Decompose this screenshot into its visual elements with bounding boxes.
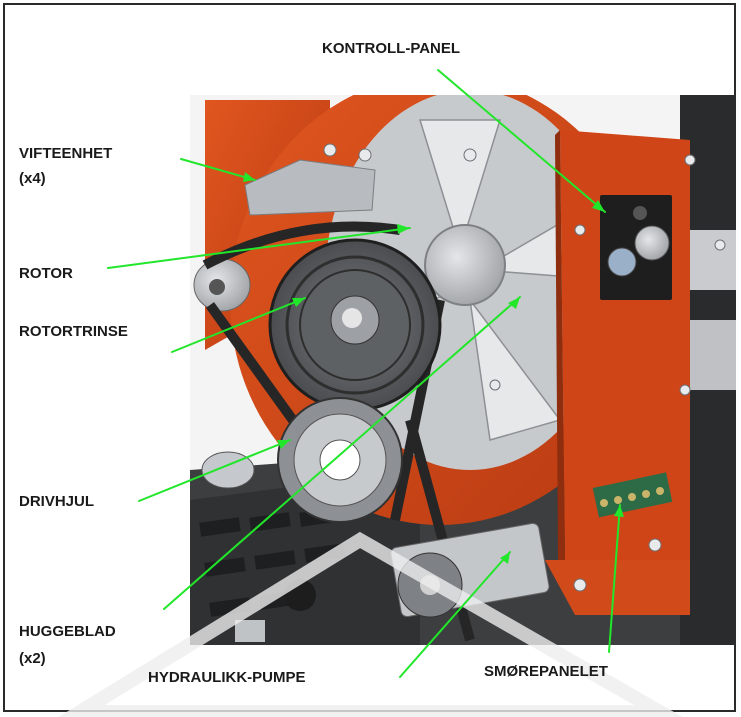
leader-drive-wheel [138, 439, 291, 502]
mounting-bracket [545, 560, 690, 615]
bolts [323, 143, 726, 592]
leader-lube-panel [608, 504, 621, 653]
label-lube-panel: SMØREPANELET [484, 663, 608, 680]
label-rotor-pulley: ROTORTRINSE [19, 323, 128, 340]
control-switch [633, 206, 647, 220]
lube-nipples [600, 487, 664, 507]
leader-chopping-blade [163, 296, 521, 610]
label-hydraulic-pump: HYDRAULIKK-PUMPE [148, 669, 306, 686]
rotor-hub [424, 224, 506, 306]
leader-rotor [107, 227, 411, 269]
label-fan-unit-count: (x4) [19, 170, 46, 187]
right-bracket [690, 230, 736, 290]
label-fan-unit: VIFTEENHET [19, 145, 113, 162]
leader-hydraulic-pump [399, 551, 511, 678]
label-chopping-blade: HUGGEBLAD [19, 623, 116, 640]
left-cylinder [201, 451, 255, 489]
idler-bolt [209, 279, 225, 295]
leader-rotor-pulley [171, 297, 306, 353]
housing-side-edge [555, 130, 565, 560]
right-bracket-lower [690, 320, 736, 390]
pulley-bolt [342, 308, 362, 328]
pulley-groove-1 [285, 255, 425, 395]
drive-wheel-bore [319, 439, 361, 481]
leader-arrowheads [243, 172, 624, 564]
label-drive-wheel: DRIVHJUL [19, 493, 95, 510]
label-chopping-blade-count: (x2) [19, 650, 46, 667]
leader-control-panel [437, 69, 606, 213]
label-rotor: ROTOR [19, 265, 73, 282]
control-knob [634, 225, 670, 261]
label-control-panel: KONTROLL-PANEL [322, 40, 461, 57]
leader-fan-unit [180, 158, 256, 181]
left-fitting [235, 620, 265, 642]
fan-unit [244, 159, 376, 216]
control-button [607, 247, 637, 277]
